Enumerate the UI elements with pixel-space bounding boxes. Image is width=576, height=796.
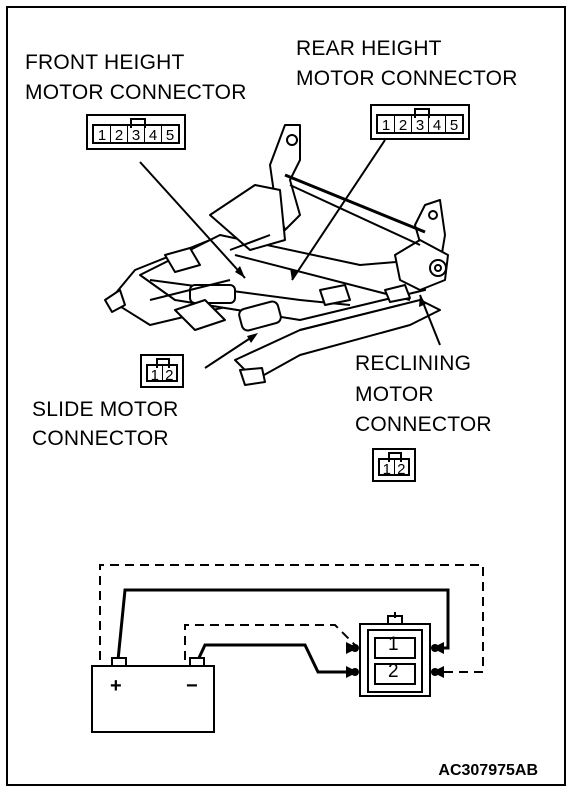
leader-lines xyxy=(139,139,441,369)
pin: 2 xyxy=(397,461,406,478)
motor-terminal-1: 1 xyxy=(388,634,399,655)
pin: 4 xyxy=(429,116,446,134)
pin: 2 xyxy=(111,126,128,144)
pin: 5 xyxy=(449,117,459,134)
pin: 3 xyxy=(128,126,145,144)
pin: 2 xyxy=(165,367,174,384)
reclining-label-line1: RECLINING xyxy=(355,352,472,375)
battery-negative-sign: − xyxy=(186,675,198,697)
reclining-label-line3: CONNECTOR xyxy=(355,413,492,436)
slide-motor-label-line2: CONNECTOR xyxy=(32,427,169,450)
battery-positive-sign: + xyxy=(110,675,122,697)
slide-connector-icon: 1 2 xyxy=(140,354,184,388)
rear-height-label-line2: MOTOR CONNECTOR xyxy=(296,67,518,90)
pin: 2 xyxy=(395,116,412,134)
pin: 1 xyxy=(380,460,395,478)
figure-code: AC307975AB xyxy=(438,762,538,779)
seat-frame-illustration xyxy=(104,124,449,386)
pin: 5 xyxy=(165,127,175,144)
leader-arrowheads xyxy=(235,266,426,343)
pin: 3 xyxy=(412,116,429,134)
pin: 1 xyxy=(378,116,395,134)
pin: 1 xyxy=(94,126,111,144)
slide-motor-label-line1: SLIDE MOTOR xyxy=(32,398,179,421)
front-height-connector-icon: 1 2 3 4 5 xyxy=(86,114,186,150)
rear-height-label-line1: REAR HEIGHT xyxy=(296,37,442,60)
front-height-label-line1: FRONT HEIGHT xyxy=(25,51,185,74)
pin: 4 xyxy=(145,126,162,144)
front-height-label-line2: MOTOR CONNECTOR xyxy=(25,81,247,104)
pin: 1 xyxy=(148,366,163,384)
rear-height-connector-icon: 1 2 3 4 5 xyxy=(370,104,470,140)
probe-arrows xyxy=(346,642,444,678)
motor-terminal-2: 2 xyxy=(388,661,399,682)
test-circuit xyxy=(91,564,484,733)
reclining-label-line2: MOTOR xyxy=(355,383,434,406)
reclining-connector-icon: 1 2 xyxy=(372,448,416,482)
